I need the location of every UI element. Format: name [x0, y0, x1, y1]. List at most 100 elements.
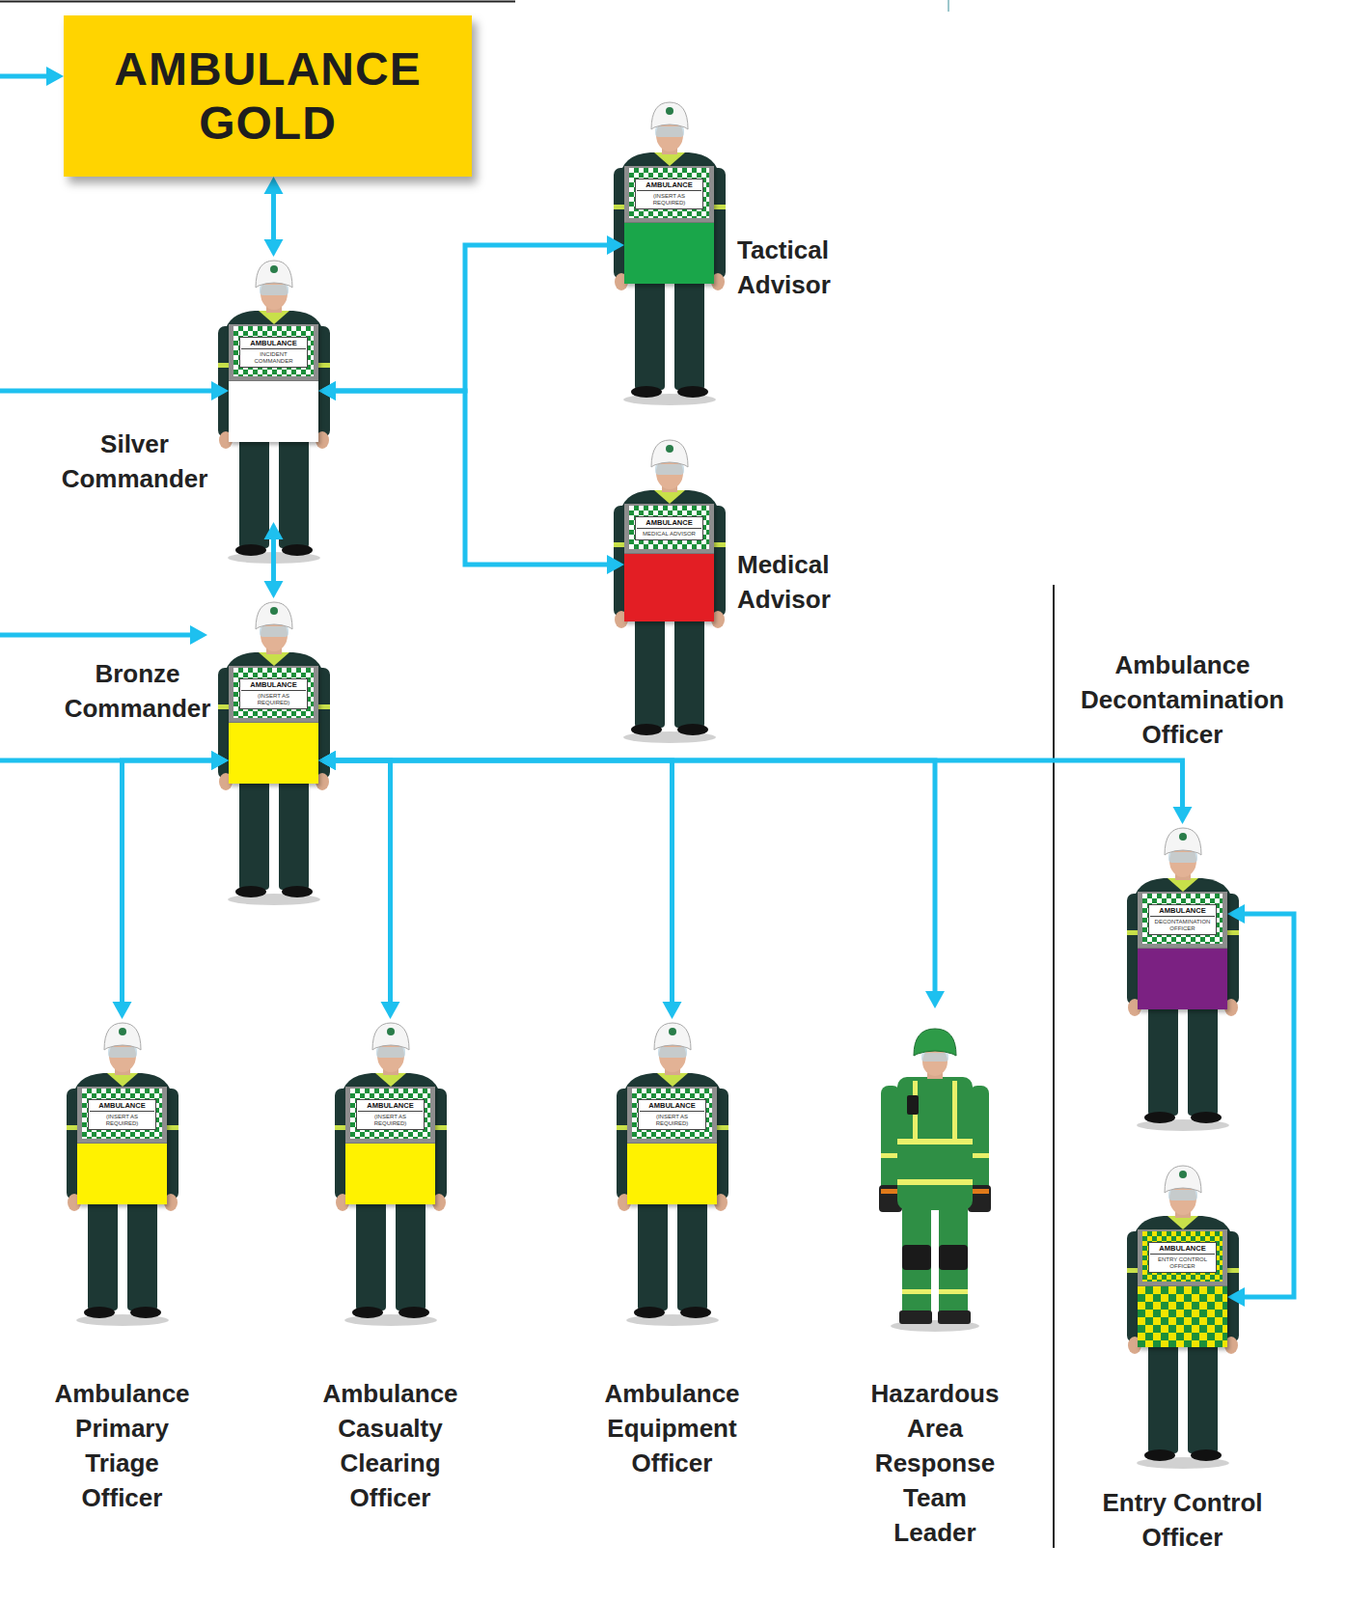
- tabard: AMBULANCE(INSERT AS REQUIRED): [77, 1086, 167, 1205]
- officer-illustration: [1126, 827, 1239, 1131]
- connector-line: [329, 760, 935, 997]
- tabard: AMBULANCE(INSERT AS REQUIRED): [228, 665, 319, 784]
- officer-illustration: [616, 1022, 729, 1326]
- tabard-frame: AMBULANCE(INSERT AS REQUIRED): [627, 1086, 717, 1143]
- tabard-role: ENTRY CONTROL OFFICER: [1150, 1254, 1215, 1270]
- tabard-label: AMBULANCEINCIDENT COMMANDER: [239, 336, 308, 368]
- officer-illustration: [613, 439, 726, 743]
- tabard-checker: AMBULANCE(INSERT AS REQUIRED): [631, 1088, 713, 1139]
- officer-figure: AMBULANCEINCIDENT COMMANDERSilver Comman…: [228, 256, 319, 522]
- tabard-panel: [627, 1142, 717, 1205]
- hart-figure: Hazardous Area Response Team Leader: [882, 1008, 988, 1332]
- tabard-frame: AMBULANCE(INSERT AS REQUIRED): [345, 1086, 436, 1143]
- tabard-role: (INSERT AS REQUIRED): [639, 1111, 705, 1127]
- officer-figure: AMBULANCE(INSERT AS REQUIRED)Bronze Comm…: [228, 598, 319, 864]
- connector-line: [271, 533, 276, 587]
- incoming-arrow: [0, 381, 229, 401]
- connector: [318, 750, 683, 1019]
- tabard-panel: [228, 380, 319, 442]
- tabard: AMBULANCE(INSERT AS REQUIRED): [345, 1086, 436, 1205]
- officer-illustration: [334, 1022, 447, 1326]
- hart-illustration: [879, 1028, 991, 1332]
- connector: [1227, 904, 1294, 1307]
- role-label: Bronze Commander: [57, 656, 218, 726]
- tabard-title: AMBULANCE: [1150, 1243, 1215, 1255]
- tabard-title: AMBULANCE: [636, 180, 702, 192]
- arrow-head: [264, 580, 284, 599]
- arrow-head: [925, 990, 945, 1009]
- tabard-label: AMBULANCEDECONTAMINATION OFFICER: [1148, 904, 1217, 935]
- connector-line: [329, 245, 613, 391]
- tabard-panel: [345, 1142, 436, 1205]
- connector: [318, 750, 401, 1019]
- officer-illustration: [218, 602, 330, 906]
- command-box: AMBULANCE GOLD: [63, 15, 472, 177]
- command-title: AMBULANCE GOLD: [82, 42, 453, 149]
- role-label: Silver Commander: [54, 426, 215, 496]
- tabard: AMBULANCE(INSERT AS REQUIRED): [627, 1086, 717, 1205]
- officer-illustration: [218, 260, 330, 564]
- tabard-label: AMBULANCEMEDICAL ADVISOR: [634, 516, 704, 541]
- tabard-frame: AMBULANCEMEDICAL ADVISOR: [624, 503, 715, 553]
- tabard-label: AMBULANCE(INSERT AS REQUIRED): [356, 1098, 425, 1130]
- role-label: Entry Control Officer: [1081, 1484, 1285, 1555]
- connector-line: [329, 760, 1183, 813]
- tabard-label: AMBULANCE(INSERT AS REQUIRED): [239, 678, 308, 710]
- tabard-title: AMBULANCE: [241, 338, 306, 350]
- tabard-role: (INSERT AS REQUIRED): [241, 690, 306, 707]
- tabard-panel: [624, 552, 715, 622]
- officer-illustration: [66, 1022, 179, 1326]
- tabard-role: INCIDENT COMMANDER: [241, 349, 306, 365]
- tabard-checker: AMBULANCEENTRY CONTROL OFFICER: [1142, 1231, 1223, 1282]
- role-label: Ambulance Equipment Officer: [595, 1375, 750, 1481]
- tabard-role: DECONTAMINATION OFFICER: [1150, 916, 1215, 933]
- tabard-frame: AMBULANCEINCIDENT COMMANDER: [228, 324, 319, 381]
- connector-line: [271, 188, 276, 246]
- incoming-arrow: [0, 66, 64, 86]
- arrow-head: [318, 750, 336, 770]
- tabard-checker: AMBULANCEINCIDENT COMMANDER: [233, 326, 314, 377]
- arrow-head: [318, 750, 336, 770]
- connector: [112, 750, 230, 1019]
- connector: [318, 235, 625, 401]
- tabard-frame: AMBULANCE(INSERT AS REQUIRED): [624, 165, 715, 222]
- connector-line: [329, 760, 673, 1008]
- tabard-label: AMBULANCE(INSERT AS REQUIRED): [87, 1098, 157, 1130]
- arrow-head: [264, 176, 284, 194]
- tabard-role: (INSERT AS REQUIRED): [636, 191, 702, 207]
- tabard: AMBULANCEDECONTAMINATION OFFICER: [1137, 891, 1228, 1010]
- tabard-title: AMBULANCE: [639, 1100, 705, 1112]
- tabard-checker: AMBULANCEMEDICAL ADVISOR: [629, 505, 710, 550]
- divider-line: [1052, 584, 1055, 1548]
- tabard-role: (INSERT AS REQUIRED): [357, 1111, 423, 1127]
- connector: [264, 176, 284, 257]
- tabard-checker: AMBULANCEDECONTAMINATION OFFICER: [1142, 893, 1223, 944]
- role-label: Hazardous Area Response Team Leader: [862, 1375, 1008, 1550]
- arrow-head: [318, 750, 336, 770]
- connector: [318, 381, 625, 575]
- role-label: Medical Advisor: [737, 547, 863, 617]
- tabard-panel: [1137, 1285, 1228, 1347]
- officer-figure: AMBULANCEENTRY CONTROL OFFICEREntry Cont…: [1137, 1161, 1228, 1428]
- officer-illustration: [613, 102, 726, 406]
- connector: [318, 750, 1193, 825]
- header-tick: [948, 0, 950, 12]
- tabard-frame: AMBULANCE(INSERT AS REQUIRED): [77, 1086, 167, 1143]
- arrow-head: [318, 381, 336, 401]
- tabard-title: AMBULANCE: [1150, 906, 1215, 917]
- tabard-frame: AMBULANCEDECONTAMINATION OFFICER: [1137, 891, 1228, 948]
- tabard-label: AMBULANCE(INSERT AS REQUIRED): [634, 178, 704, 210]
- tabard-label: AMBULANCE(INSERT AS REQUIRED): [637, 1098, 707, 1130]
- tabard-checker: AMBULANCE(INSERT AS REQUIRED): [233, 667, 314, 718]
- arrow-head: [264, 521, 284, 540]
- role-label: Ambulance Decontamination Officer: [1062, 647, 1304, 752]
- tabard-title: AMBULANCE: [357, 1100, 423, 1112]
- tabard-panel: [228, 721, 319, 784]
- arrow-head: [211, 750, 229, 770]
- arrow-head: [264, 239, 284, 257]
- arrow-head: [606, 235, 625, 255]
- connector-line: [122, 760, 219, 1008]
- tabard-panel: [624, 221, 715, 284]
- arrow-head: [318, 750, 336, 770]
